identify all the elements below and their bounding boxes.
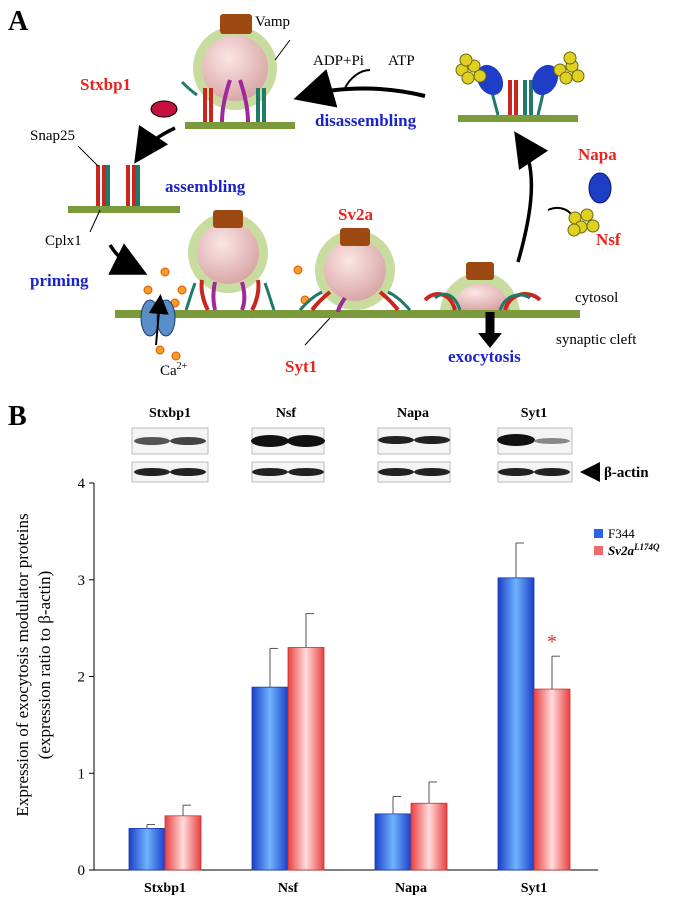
- bar-sv2a-napa: [410, 802, 448, 871]
- label-napa: Napa: [578, 145, 617, 164]
- significance-star: *: [547, 631, 557, 653]
- sv2a-protein: [220, 14, 252, 34]
- panel-a-letter: A: [8, 6, 29, 37]
- membrane-top: [185, 122, 295, 129]
- x-tick-label-nsf: Nsf: [278, 881, 299, 896]
- y-axis-label-line1: Expression of exocytosis modulator prote…: [13, 513, 32, 816]
- bar-f344-syt1: [497, 577, 535, 871]
- napa-protein: [588, 172, 612, 204]
- y-axis-label-line2: (expression ratio to β-actin): [35, 571, 54, 760]
- bar-sv2a-stxbp1: [164, 815, 202, 871]
- disassembling-arrow: [293, 69, 426, 108]
- stxbp1-protein: [150, 100, 178, 118]
- legend-label-f344: F344: [608, 526, 635, 541]
- vesicle-sv2a: [298, 228, 412, 346]
- bar-f344-stxbp1: [128, 827, 166, 871]
- calcium-arrow: [148, 294, 169, 346]
- snare-assembly: [68, 145, 180, 233]
- blot-label-stxbp1: Stxbp1: [149, 406, 191, 421]
- label-beta-actin: β-actin: [604, 465, 649, 481]
- vesicle-body: [202, 35, 268, 101]
- label-syt1: Syt1: [285, 357, 317, 376]
- label-priming: priming: [30, 271, 89, 290]
- bar-sv2a-syt1: [533, 688, 571, 871]
- label-assembling: assembling: [165, 177, 246, 196]
- x-tick-label-napa: Napa: [395, 881, 427, 896]
- western-blots: Stxbp1 Nsf Napa Syt1 β-actin: [131, 406, 649, 483]
- blot-label-syt1: Syt1: [521, 406, 547, 421]
- vesicle-fusing: [423, 262, 542, 311]
- priming-arrow: [108, 243, 148, 275]
- vesicle-top: [180, 14, 295, 129]
- label-cplx1: Cplx1: [45, 233, 82, 249]
- label-nsf: Nsf: [596, 230, 621, 249]
- panel-b-letter: B: [8, 401, 27, 432]
- y-tick-label: 2: [78, 670, 86, 686]
- label-vamp: Vamp: [255, 14, 290, 30]
- x-tick-label-syt1: Syt1: [521, 881, 547, 896]
- bar-sv2a-nsf: [287, 647, 325, 871]
- stxbp1-arrow: [134, 124, 176, 164]
- y-tick-label: 0: [78, 863, 86, 879]
- vesicle-primed: [184, 210, 276, 312]
- label-cytosol: cytosol: [575, 290, 618, 306]
- label-snap25: Snap25: [30, 128, 75, 144]
- label-atp: ATP: [388, 53, 415, 69]
- bar-f344-napa: [374, 813, 412, 871]
- legend: F344 Sv2aL174Q: [594, 526, 660, 558]
- membrane-main: [115, 310, 580, 318]
- legend-swatch-sv2a: [594, 546, 603, 555]
- label-sv2a: Sv2a: [338, 205, 373, 224]
- legend-swatch-f344: [594, 529, 603, 538]
- legend-label-sv2a: Sv2aL174Q: [608, 542, 660, 558]
- label-adp: ADP+Pi: [313, 53, 364, 69]
- bar-f344-nsf: [251, 686, 289, 871]
- membrane-right: [458, 115, 578, 122]
- label-stxbp1: Stxbp1: [80, 75, 131, 94]
- y-tick-label: 4: [78, 476, 86, 492]
- x-tick-label-stxbp1: Stxbp1: [144, 881, 186, 896]
- blot-label-nsf: Nsf: [276, 406, 297, 421]
- panel-b: B Stxbp1 Nsf Napa Syt1: [8, 401, 660, 896]
- y-tick-label: 1: [78, 766, 86, 782]
- nsf-complex-top: [455, 51, 585, 122]
- nsf-protein: [567, 208, 600, 237]
- recycle-arrow: [514, 131, 549, 263]
- label-ca: Ca2+: [160, 361, 188, 379]
- panel-a: A Vamp ADP+Pi ATP disassembling: [8, 6, 637, 379]
- label-exocytosis: exocytosis: [448, 347, 521, 366]
- label-disassembling: disassembling: [315, 111, 417, 130]
- blot-label-napa: Napa: [397, 406, 429, 421]
- label-synaptic-cleft: synaptic cleft: [556, 332, 637, 348]
- y-tick-label: 3: [78, 573, 86, 589]
